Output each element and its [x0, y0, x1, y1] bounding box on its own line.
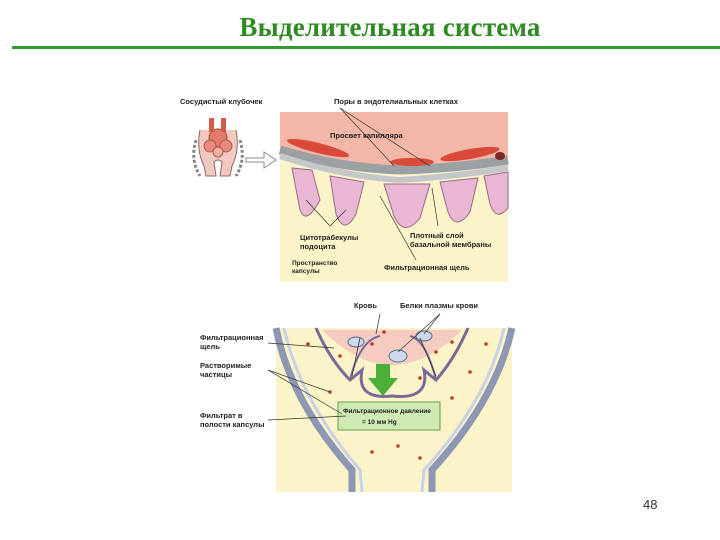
capillary-lumen-label: Просвет капилляра: [330, 131, 404, 140]
page-number: 48: [643, 497, 658, 512]
basal-label-line1: Плотный слой: [410, 231, 464, 240]
filtration-slit-label: Фильтрационная щель: [384, 263, 470, 272]
proteins-label: Белки плазмы крови: [400, 301, 478, 310]
pores-label: Поры в эндотелиальных клетках: [334, 97, 459, 106]
title-underline: [12, 46, 720, 49]
pressure-line2: = 10 мм Hg: [362, 419, 397, 426]
glomerulus-icon: [192, 118, 244, 177]
filtrate-label-line2: полости капсулы: [200, 420, 264, 429]
pressure-line1: Фильтрационное давление: [343, 408, 431, 415]
basal-label-line2: базальной мембраны: [410, 240, 491, 249]
capillary-section: [278, 107, 509, 282]
slit-label-line2: щель: [200, 342, 220, 351]
glomerulus-label: Сосудистый клубочек: [180, 97, 263, 106]
soluble-label-line2: частицы: [200, 370, 232, 379]
blood-label: Кровь: [354, 301, 377, 310]
capsule-section: [267, 313, 516, 493]
slit-label-line1: Фильтрационная: [200, 333, 264, 342]
capsule-space-line1: Пространство: [292, 260, 338, 267]
page-title: Выделительная система: [239, 12, 541, 42]
soluble-label-line1: Растворимые: [200, 361, 251, 370]
filtrate-label-line1: Фильтрат в: [200, 411, 243, 420]
zoom-arrow-icon: [245, 151, 277, 169]
podocyte-label-line1: Цитотрабекулы: [300, 233, 358, 242]
podocyte-label-line2: подоцита: [300, 242, 336, 251]
capsule-space-line2: капсулы: [292, 268, 320, 275]
